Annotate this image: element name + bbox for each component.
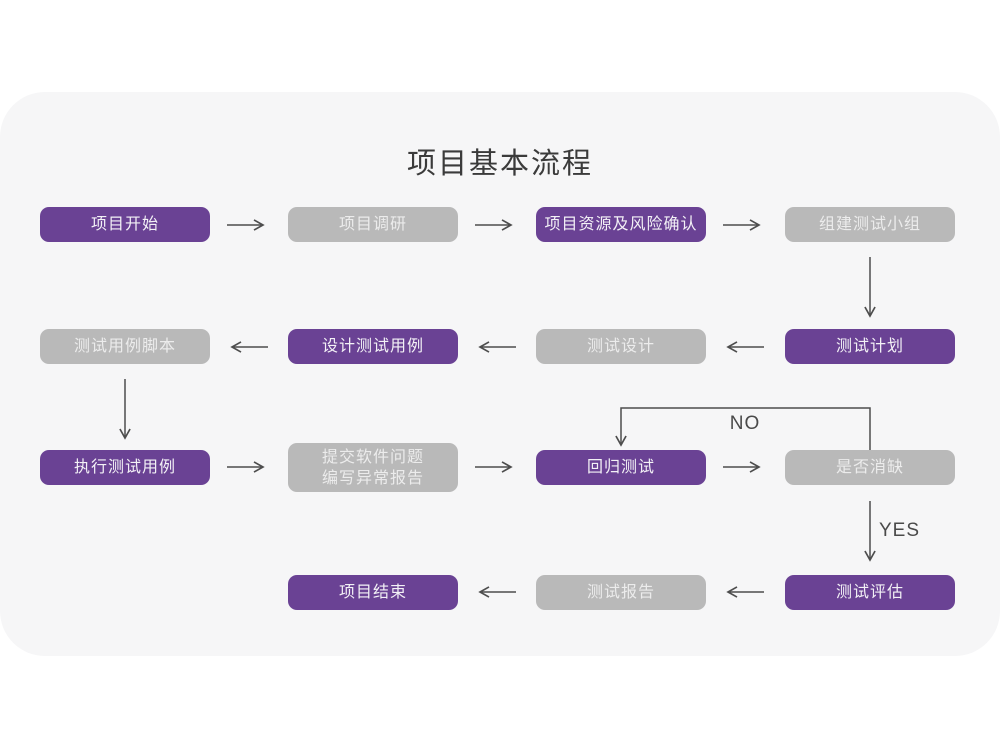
node-defect-cleared: 是否消缺 [785, 450, 955, 485]
node-test-plan: 测试计划 [785, 329, 955, 364]
node-test-evaluation: 测试评估 [785, 575, 955, 610]
node-test-case-script: 测试用例脚本 [40, 329, 210, 364]
page-title: 项目基本流程 [406, 148, 593, 180]
node-test-design: 测试设计 [536, 329, 706, 364]
edge-label-no: NO [729, 413, 761, 434]
background-panel [0, 92, 1000, 656]
node-project-research: 项目调研 [288, 207, 458, 242]
node-test-report: 测试报告 [536, 575, 706, 610]
node-design-test-case: 设计测试用例 [288, 329, 458, 364]
node-regression-test: 回归测试 [536, 450, 706, 485]
node-run-test-case: 执行测试用例 [40, 450, 210, 485]
node-build-test-team: 组建测试小组 [785, 207, 955, 242]
node-resource-risk-confirm: 项目资源及风险确认 [536, 207, 706, 242]
node-submit-issue-report: 提交软件问题 编写异常报告 [288, 443, 458, 492]
edge-label-yes: YES [879, 520, 921, 541]
node-project-start: 项目开始 [40, 207, 210, 242]
node-project-end: 项目结束 [288, 575, 458, 610]
